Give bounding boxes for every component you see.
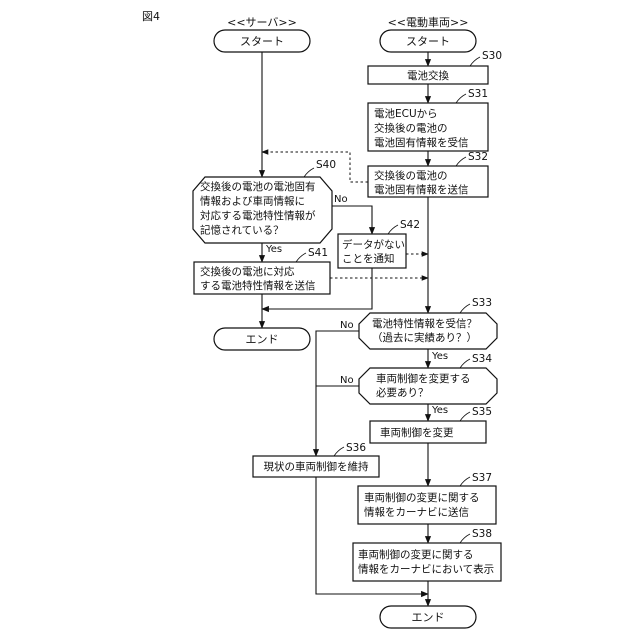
terminator-end-vehicle: エンド xyxy=(380,606,476,628)
branch-s33-yes: Yes xyxy=(431,351,448,362)
step-text-line: 情報および車両情報に xyxy=(200,195,305,208)
step-text-line: 情報をカーナビにおいて表示 xyxy=(358,563,494,576)
leader-s36 xyxy=(334,447,344,456)
leader-s35 xyxy=(460,412,470,421)
step-label-s36: S36 xyxy=(346,442,366,454)
branch-s40-yes: Yes xyxy=(265,244,282,255)
step-s42-notify-no-data: データがないことを通知 xyxy=(338,234,406,268)
decision-s33-received-characteristic: 電池特性情報を受信？（過去に実績あり？） xyxy=(359,313,497,349)
step-text-line: 交換後の電池の電池固有 xyxy=(200,180,316,193)
step-s38-display-on-navi: 車両制御の変更に関する情報をカーナビにおいて表示 xyxy=(353,543,501,581)
step-text-line: 車両制御を変更 xyxy=(380,426,454,439)
step-text-line: データがない xyxy=(342,238,405,251)
step-label-s30: S30 xyxy=(482,50,502,62)
step-text-line: 情報をカーナビに送信 xyxy=(364,506,469,519)
step-text-line: する電池特性情報を送信 xyxy=(200,279,316,292)
step-text-line: 車両制御の変更に関する xyxy=(364,491,480,504)
leader-s42 xyxy=(388,225,398,234)
leader-s37 xyxy=(460,477,470,486)
step-text-line: 記憶されている？ xyxy=(200,224,284,237)
terminator-label: エンド xyxy=(412,611,445,624)
step-s31-receive-battery-info: 電池ECUから交換後の電池の電池固有情報を受信 xyxy=(368,103,488,151)
leader-s30 xyxy=(470,57,480,66)
branch-s34-yes: Yes xyxy=(431,405,448,416)
step-s35-change-vehicle-control: 車両制御を変更 xyxy=(370,421,486,443)
step-text: 電池交換 xyxy=(407,69,449,82)
leader-s33 xyxy=(460,304,470,313)
step-text-line: 電池固有情報を受信 xyxy=(374,136,469,149)
branch-s34-no: No xyxy=(340,375,354,386)
step-s37-send-to-navi: 車両制御の変更に関する情報をカーナビに送信 xyxy=(358,486,496,524)
step-label-s38: S38 xyxy=(472,528,492,540)
step-text: 車両制御を変更 xyxy=(380,426,454,439)
step-text-line: 電池ECUから xyxy=(374,107,438,120)
figure-label: 図4 xyxy=(142,10,160,23)
step-label-s31: S31 xyxy=(468,88,488,100)
step-text-line: 現状の車両制御を維持 xyxy=(264,460,369,473)
lane-header-vehicle: <<電動車両>> xyxy=(388,15,469,29)
step-text: 現状の車両制御を維持 xyxy=(264,460,369,473)
branch-s40-no: No xyxy=(334,194,348,205)
step-label-s35: S35 xyxy=(472,406,492,418)
step-text-line: （過去に実績あり？） xyxy=(372,331,477,344)
step-text-line: 対応する電池特性情報が xyxy=(200,209,316,222)
lane-header-server: <<サーバ>> xyxy=(227,16,297,29)
step-label-s37: S37 xyxy=(472,472,492,484)
arrow-s33-no-to-s36 xyxy=(316,331,359,456)
terminator-start-vehicle: スタート xyxy=(380,30,476,52)
arrow-s40-no-to-s42 xyxy=(332,206,372,234)
step-text-line: 車両制御を変更する xyxy=(376,372,471,385)
decision-s40-characteristic-stored: 交換後の電池の電池固有情報および車両情報に対応する電池特性情報が記憶されている？ xyxy=(193,177,332,243)
leader-s31 xyxy=(456,94,466,103)
step-text-line: 電池固有情報を送信 xyxy=(374,183,469,196)
step-text-line: 電池特性情報を受信？ xyxy=(372,317,477,330)
step-text-line: 車両制御の変更に関する xyxy=(358,548,474,561)
decision-s34-change-needed: 車両制御を変更する必要あり？ xyxy=(359,368,497,404)
step-label-s41: S41 xyxy=(308,247,328,259)
terminator-label: スタート xyxy=(240,35,284,48)
step-s41-send-characteristic: 交換後の電池に対応する電池特性情報を送信 xyxy=(194,262,330,294)
step-text-line: 交換後の電池の xyxy=(374,122,448,135)
terminator-end-server: エンド xyxy=(214,328,310,350)
leader-s41 xyxy=(296,253,306,262)
leader-s32 xyxy=(456,157,466,166)
leader-s34 xyxy=(460,359,470,368)
terminator-label: エンド xyxy=(246,333,279,346)
terminator-start-server: スタート xyxy=(214,30,310,52)
step-text-line: 電池交換 xyxy=(407,69,449,82)
terminator-label: スタート xyxy=(406,35,450,48)
step-label-s33: S33 xyxy=(472,297,492,309)
step-text-line: 交換後の電池の xyxy=(374,169,448,182)
leader-s38 xyxy=(460,534,470,543)
step-label-s42: S42 xyxy=(400,219,420,231)
step-s32-send-battery-info: 交換後の電池の電池固有情報を送信 xyxy=(368,166,488,197)
step-label-s34: S34 xyxy=(472,353,492,365)
leader-s40 xyxy=(304,168,314,177)
step-label-s32: S32 xyxy=(468,151,488,163)
step-text-line: ことを通知 xyxy=(342,252,395,265)
step-s36-keep-vehicle-control: 現状の車両制御を維持 xyxy=(253,456,379,477)
step-s30-battery-exchange: 電池交換 xyxy=(368,66,488,84)
step-text-line: 必要あり？ xyxy=(376,386,429,399)
step-text-line: 交換後の電池に対応 xyxy=(200,265,295,278)
branch-s33-no: No xyxy=(340,320,354,331)
step-label-s40: S40 xyxy=(316,159,336,171)
